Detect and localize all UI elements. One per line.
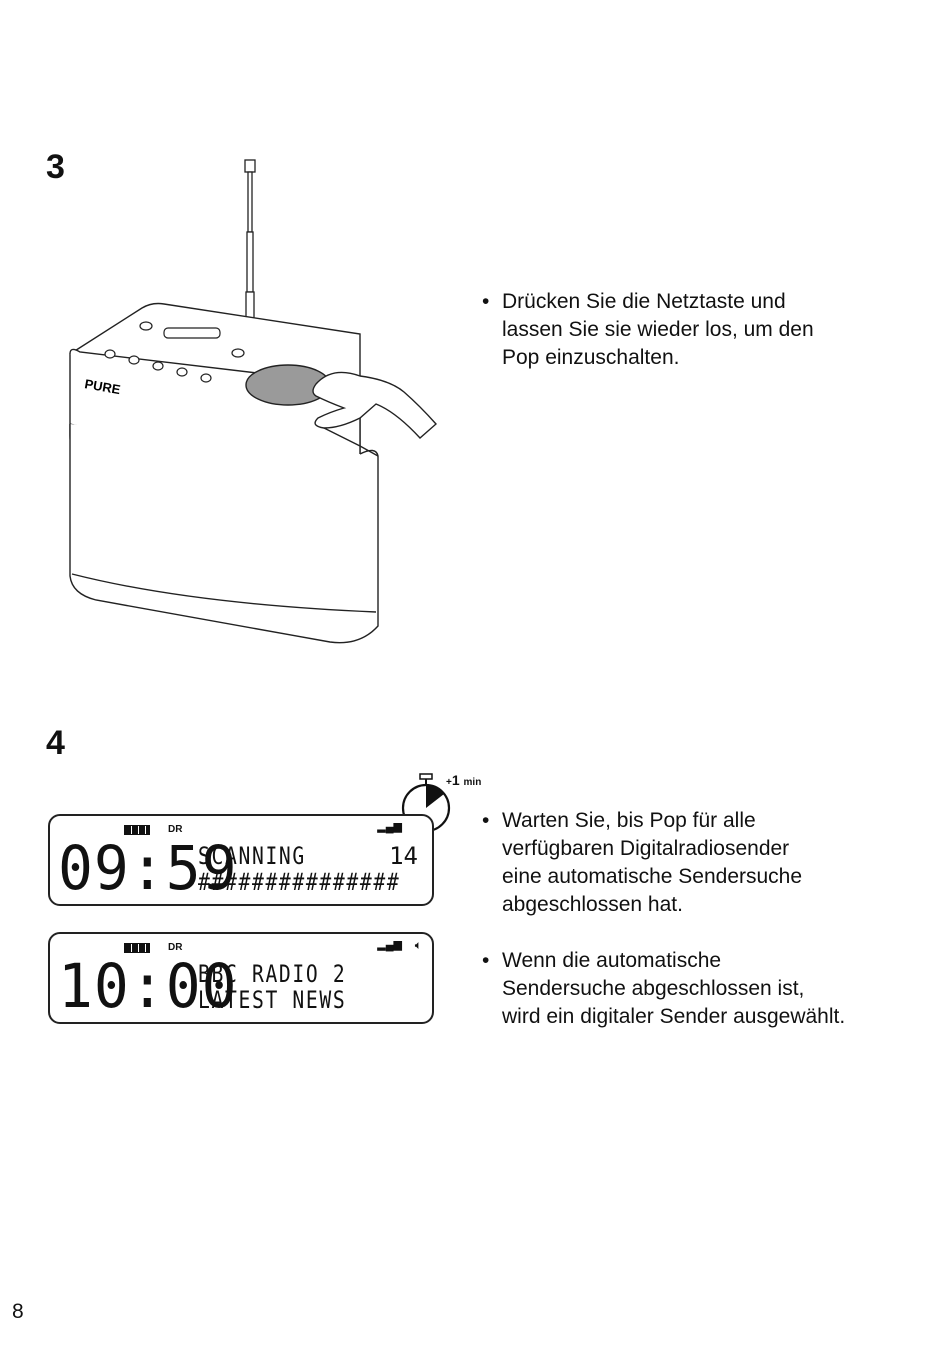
lcd-clock: 09:59 xyxy=(58,832,238,904)
step-4-bullet-1: Warten Sie, bis Pop für alle verfügbaren… xyxy=(482,807,902,919)
step-4-bullet-2: Wenn die automatische Sendersuche abgesc… xyxy=(482,947,902,1031)
dr-indicator: DR xyxy=(168,824,183,835)
speaker-icon: 🔈︎ xyxy=(414,938,422,952)
step-3-number: 3 xyxy=(46,148,65,186)
step-4-number: 4 xyxy=(46,724,65,762)
lcd-line-1: SCANNING xyxy=(198,842,306,870)
lcd-clock: 10:00 xyxy=(58,950,238,1022)
timer-label: +1 min xyxy=(446,772,482,788)
step-4-instructions: Warten Sie, bis Pop für alle verfügbaren… xyxy=(482,807,902,1059)
step-3-bullet-1: Drücken Sie die Netztaste und lassen Sie… xyxy=(482,288,882,372)
lcd-station-count: 14 xyxy=(389,842,418,870)
lcd-progress-bar: ############### xyxy=(198,868,401,896)
device-brand: PURE xyxy=(83,376,121,397)
lcd-line-1: BBC RADIO 2 xyxy=(198,960,347,988)
radio-illustration: PURE xyxy=(69,159,437,644)
battery-icon xyxy=(124,943,150,953)
lcd-display-station: DR ▂▄▆ 🔈︎ 10:00 BBC RADIO 2 LATEST NEWS xyxy=(48,932,434,1024)
lcd-line-2: LATEST NEWS xyxy=(198,986,347,1014)
dr-indicator: DR xyxy=(168,942,183,953)
step-3-instructions: Drücken Sie die Netztaste und lassen Sie… xyxy=(482,288,882,400)
battery-icon xyxy=(124,825,150,835)
signal-icon: ▂▄▆ xyxy=(377,821,402,833)
lcd-display-scanning: DR ▂▄▆ 09:59 SCANNING 14 ############### xyxy=(48,814,434,906)
signal-icon: ▂▄▆ xyxy=(377,939,402,951)
page-number: 8 xyxy=(12,1300,24,1323)
